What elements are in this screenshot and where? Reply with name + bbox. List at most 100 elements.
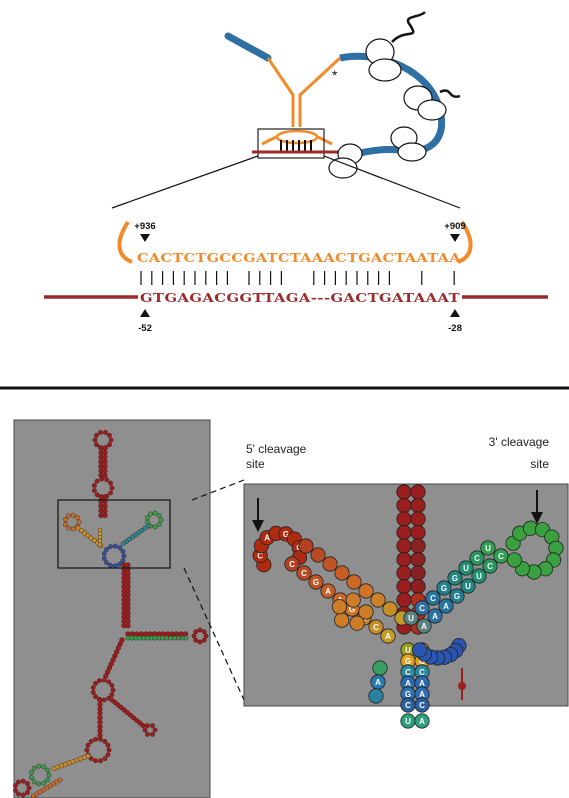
svg-text:C: C — [474, 554, 480, 563]
right-ladder-nt: C — [425, 590, 441, 606]
stem-nt — [396, 524, 412, 541]
label-5prime-line2: site — [246, 457, 265, 471]
pos-bottom-right: -28 — [448, 323, 462, 334]
left-ladder-nt — [298, 538, 314, 554]
orange-srna-base — [261, 135, 333, 146]
lower-right-loop — [142, 723, 158, 737]
junction-loop — [101, 543, 127, 569]
svg-text:A: A — [405, 679, 411, 688]
right-ladder-nt: C — [414, 600, 430, 616]
right-ladder-nt: A — [427, 608, 443, 624]
svg-text:A: A — [432, 612, 438, 621]
svg-text:A: A — [419, 717, 425, 726]
asterisk-label: * — [332, 67, 338, 83]
right-ladder-nt: G — [447, 570, 463, 586]
target-box — [257, 128, 325, 159]
right-arm-a — [125, 631, 189, 637]
ribosome-2 — [403, 85, 461, 121]
pos-top-right: +909 — [444, 221, 465, 232]
structure-panel — [13, 419, 211, 798]
right-ladder-nt: U — [480, 540, 496, 556]
lower-stem-a — [103, 637, 125, 679]
zoom-line-right — [323, 155, 461, 209]
right-ladder-nt: U — [458, 560, 474, 576]
svg-text:C: C — [301, 569, 307, 578]
zoom-dash-bottom — [183, 567, 245, 701]
mid-nt: A — [414, 675, 430, 691]
rna-secondary-structure — [13, 429, 209, 798]
svg-text:G: G — [454, 592, 460, 601]
corner-loop — [13, 778, 32, 798]
pos-bottom-left: -52 — [138, 323, 152, 334]
right-hairpin — [120, 523, 151, 547]
lower-right-arm — [109, 697, 146, 728]
inner-loop-nt — [334, 612, 350, 628]
left-ladder-nt: C — [368, 619, 384, 635]
left-ladder-nt: C — [296, 565, 312, 581]
svg-text:A: A — [443, 602, 449, 611]
label-3prime-line2: site — [530, 457, 549, 471]
svg-text:G: G — [283, 530, 289, 539]
left-ladder-nt: A — [380, 628, 396, 644]
schematic-pairing-bars — [280, 140, 312, 151]
stem-nt — [410, 578, 426, 595]
mid-nt: C — [400, 697, 416, 713]
svg-text:C: C — [430, 594, 436, 603]
arrow-up-right-icon — [450, 309, 460, 317]
left-ladder-nt — [382, 601, 398, 617]
zoom-region-box — [57, 499, 171, 569]
svg-text:U: U — [476, 572, 482, 581]
zoomed-structure: UUGGCCAAGACCUACAGCCCGAAGGCAUCCCUUGUGGCAC… — [252, 484, 564, 729]
tail-nt — [368, 688, 384, 704]
svg-text:U: U — [405, 646, 411, 655]
svg-text:G: G — [313, 578, 319, 587]
stem-nt — [396, 538, 412, 554]
lower-loop — [90, 677, 116, 703]
tail-stub-bead — [458, 682, 466, 690]
svg-text:C: C — [419, 701, 425, 710]
right-ladder-nt: U — [460, 578, 476, 594]
left-ladder-nt — [334, 565, 350, 581]
stem-top-a — [98, 445, 104, 479]
bracket-left — [117, 220, 133, 264]
svg-text:C: C — [257, 552, 263, 561]
label-3prime-line1: 3' cleavage — [489, 435, 550, 449]
svg-text:A: A — [264, 534, 270, 543]
right-ladder-nt: A — [416, 618, 432, 634]
cleavage-arrow-5prime-icon — [252, 498, 264, 532]
inner-loop-nt — [345, 592, 361, 608]
svg-text:G: G — [349, 605, 355, 614]
inner-loop-nt — [349, 615, 365, 631]
stem-nt — [396, 578, 412, 595]
arrow-up-left-icon — [140, 309, 150, 317]
stem-nt — [396, 551, 412, 568]
arrow-down-left-icon — [140, 234, 150, 242]
arrow-down-right-icon — [450, 234, 460, 242]
mid-nt: A — [414, 713, 430, 729]
stem-nt — [396, 497, 412, 514]
stem-upper-b — [102, 494, 108, 519]
zoom-line-left — [111, 155, 259, 209]
main-stem-b — [125, 562, 131, 629]
right-ladder-nt: C — [482, 558, 498, 574]
svg-text:G: G — [441, 584, 447, 593]
svg-text:C: C — [419, 668, 425, 677]
pos-top-left: +936 — [134, 221, 155, 232]
svg-text:U: U — [408, 614, 414, 623]
inner-loop-nt — [331, 599, 348, 615]
svg-text:U: U — [485, 544, 491, 553]
stem-nt — [410, 511, 426, 527]
bottom-left-arm — [51, 753, 91, 772]
svg-text:C: C — [419, 604, 425, 613]
svg-text:C: C — [498, 552, 504, 561]
svg-text:G: G — [405, 690, 411, 699]
cleavage-arrow-3prime-icon — [531, 490, 543, 524]
middle-stem — [97, 527, 103, 547]
svg-text:A: A — [325, 587, 331, 596]
svg-text:G: G — [419, 657, 425, 666]
tail-nt — [372, 660, 388, 676]
inner-loop-nt — [358, 604, 374, 620]
svg-text:G: G — [452, 574, 458, 583]
svg-text:U: U — [405, 717, 411, 726]
